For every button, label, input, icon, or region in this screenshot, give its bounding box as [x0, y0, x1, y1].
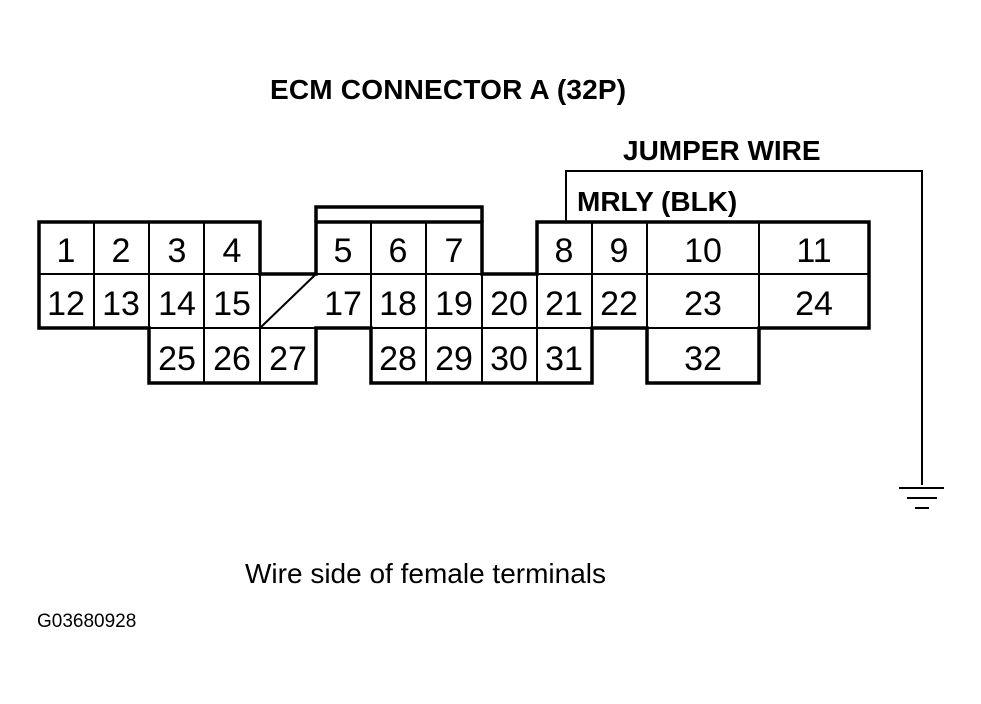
pin-13: 13	[102, 285, 140, 323]
pin-24: 24	[795, 285, 833, 323]
pin-32: 32	[684, 340, 722, 378]
pin-27: 27	[269, 340, 307, 378]
pin-row-1: 1 2 3 4 5 6 7 8 9 10 11	[57, 232, 832, 270]
ground-symbol-icon	[899, 487, 944, 509]
jumper-wire	[565, 170, 923, 485]
pin-10: 10	[684, 232, 722, 270]
pin-15: 15	[213, 285, 251, 323]
jumper-wire-label: JUMPER WIRE	[623, 135, 821, 166]
pin-3: 3	[168, 232, 187, 270]
figure-id: G03680928	[37, 611, 136, 632]
pin-19: 19	[435, 285, 473, 323]
pin-9: 9	[610, 232, 629, 270]
pin-4: 4	[223, 232, 242, 270]
pin-31: 31	[545, 340, 583, 378]
pin-12: 12	[47, 285, 85, 323]
pin-8: 8	[555, 232, 574, 270]
pin-18: 18	[379, 285, 417, 323]
pin-5: 5	[334, 232, 353, 270]
diagram-title: ECM CONNECTOR A (32P)	[270, 74, 626, 105]
pin-row-2: 12 13 14 15 17 18 19 20 21 22 23 24	[47, 285, 833, 323]
pin-17: 17	[324, 285, 362, 323]
connector-grid	[39, 222, 869, 383]
pin-1: 1	[57, 232, 76, 270]
diagram-caption: Wire side of female terminals	[245, 558, 606, 589]
pin-7: 7	[445, 232, 464, 270]
pin-23: 23	[684, 285, 722, 323]
pin-row-3: 25 26 27 28 29 30 31 32	[158, 340, 722, 378]
pin-25: 25	[158, 340, 196, 378]
pin-26: 26	[213, 340, 251, 378]
mrly-label: MRLY (BLK)	[577, 186, 737, 217]
pin-11: 11	[796, 232, 831, 270]
pin-6: 6	[389, 232, 408, 270]
pin-2: 2	[112, 232, 131, 270]
pin-21: 21	[545, 285, 583, 323]
pin-20: 20	[490, 285, 528, 323]
pin-28: 28	[379, 340, 417, 378]
pin-29: 29	[435, 340, 473, 378]
connector-key-tab	[314, 205, 484, 222]
pin-30: 30	[490, 340, 528, 378]
pin-14: 14	[158, 285, 196, 323]
pin-22: 22	[600, 285, 638, 323]
connector-outline	[37, 220, 871, 385]
